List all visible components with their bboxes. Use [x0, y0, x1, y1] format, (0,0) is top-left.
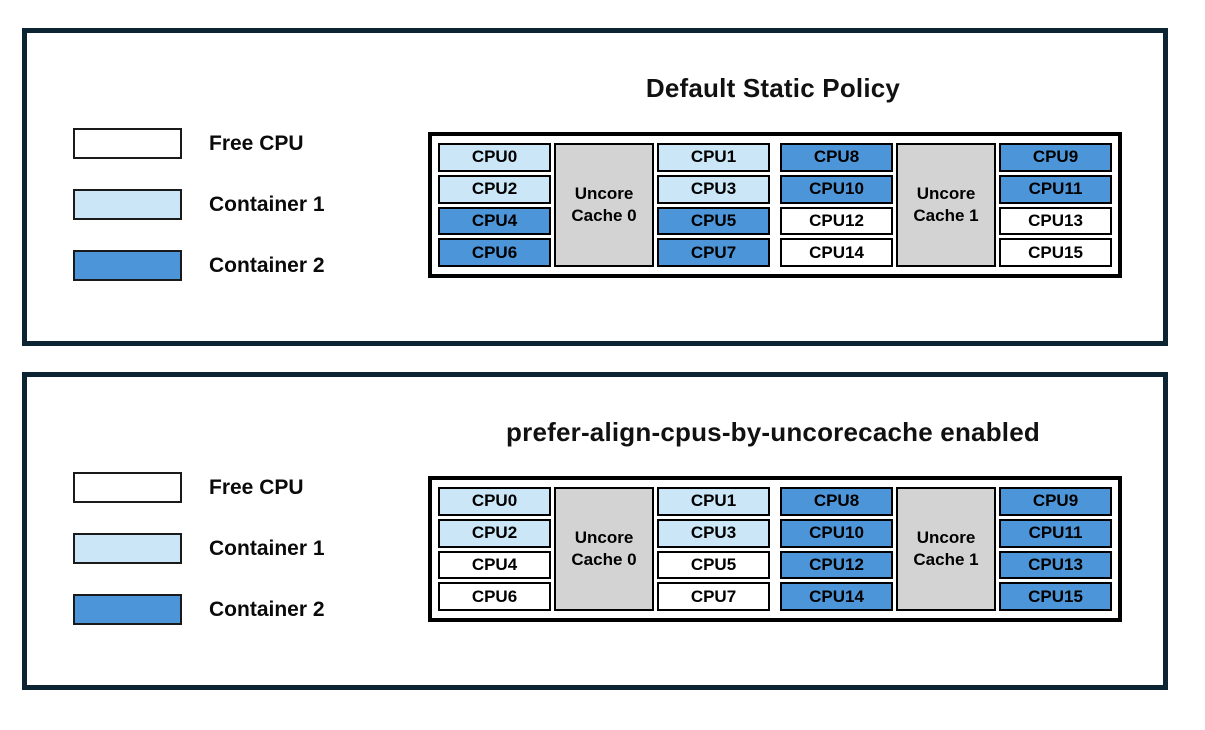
legend-row-container-1: Container 1 [73, 533, 325, 564]
uncore-cache-cell: Uncore Cache 0 [554, 487, 654, 611]
cpu-cell: CPU7 [657, 582, 770, 611]
cpu-cell: CPU3 [657, 518, 770, 548]
cpu-cell: CPU9 [999, 143, 1112, 172]
cpu-cell: CPU13 [999, 206, 1112, 236]
legend-row-free-cpu: Free CPU [73, 128, 304, 159]
cpu-column-right: CPU1 CPU3 CPU5 CPU7 [657, 487, 770, 611]
cpu-cell: CPU15 [999, 582, 1112, 611]
cpu-cell: CPU2 [438, 174, 551, 204]
cpu-cell: CPU1 [657, 143, 770, 172]
cpu-cell: CPU12 [780, 206, 893, 236]
legend-label: Container 2 [209, 253, 325, 277]
cpu-cell: CPU5 [657, 550, 770, 580]
legend-label: Container 1 [209, 536, 325, 560]
cpu-cell: CPU11 [999, 174, 1112, 204]
cpu-cell: CPU6 [438, 582, 551, 611]
uncore-cache-cell: Uncore Cache 0 [554, 143, 654, 267]
uncore-block-1: CPU8 CPU10 CPU12 CPU14 Uncore Cache 1 CP… [780, 143, 1112, 267]
panel-prefer-align-cpus-by-uncorecache: prefer-align-cpus-by-uncorecache enabled… [22, 372, 1168, 690]
uncore-block-0: CPU0 CPU2 CPU4 CPU6 Uncore Cache 0 CPU1 … [438, 143, 770, 267]
legend-swatch-container-1 [73, 533, 182, 564]
cpu-column-right: CPU1 CPU3 CPU5 CPU7 [657, 143, 770, 267]
cpu-cell: CPU8 [780, 487, 893, 516]
cpu-cell: CPU11 [999, 518, 1112, 548]
cpu-cell: CPU1 [657, 487, 770, 516]
cpu-cell: CPU8 [780, 143, 893, 172]
legend-swatch-container-2 [73, 250, 182, 281]
cpu-cell: CPU0 [438, 487, 551, 516]
legend-label: Container 2 [209, 597, 325, 621]
panel-title: prefer-align-cpus-by-uncorecache enabled [506, 417, 1040, 447]
cpu-cell: CPU4 [438, 206, 551, 236]
cpu-column-left: CPU0 CPU2 CPU4 CPU6 [438, 143, 551, 267]
legend-row-container-2: Container 2 [73, 594, 325, 625]
legend-label: Free CPU [209, 131, 304, 155]
cpu-grid: CPU0 CPU2 CPU4 CPU6 Uncore Cache 0 CPU1 … [428, 132, 1122, 278]
legend-label: Free CPU [209, 475, 304, 499]
cpu-cell: CPU14 [780, 582, 893, 611]
cpu-cell: CPU5 [657, 206, 770, 236]
legend-swatch-free-cpu [73, 128, 182, 159]
cpu-cell: CPU10 [780, 518, 893, 548]
cpu-cell: CPU13 [999, 550, 1112, 580]
cpu-cell: CPU7 [657, 238, 770, 267]
cpu-cell: CPU2 [438, 518, 551, 548]
cpu-cell: CPU10 [780, 174, 893, 204]
panel-default-static-policy: Default Static Policy Free CPU Container… [22, 28, 1168, 346]
legend-swatch-free-cpu [73, 472, 182, 503]
cpu-column-right: CPU9 CPU11 CPU13 CPU15 [999, 143, 1112, 267]
cpu-cell: CPU4 [438, 550, 551, 580]
panel-title: Default Static Policy [645, 73, 901, 103]
legend-label: Container 1 [209, 192, 325, 216]
cpu-cell: CPU12 [780, 550, 893, 580]
cpu-column-left: CPU0 CPU2 CPU4 CPU6 [438, 487, 551, 611]
legend-row-free-cpu: Free CPU [73, 472, 304, 503]
cpu-cell: CPU9 [999, 487, 1112, 516]
uncore-cache-cell: Uncore Cache 1 [896, 487, 996, 611]
cpu-cell: CPU3 [657, 174, 770, 204]
cpu-cell: CPU14 [780, 238, 893, 267]
cpu-column-left: CPU8 CPU10 CPU12 CPU14 [780, 143, 893, 267]
cpu-cell: CPU15 [999, 238, 1112, 267]
cpu-cell: CPU0 [438, 143, 551, 172]
legend-row-container-2: Container 2 [73, 250, 325, 281]
uncore-cache-cell: Uncore Cache 1 [896, 143, 996, 267]
cpu-column-left: CPU8 CPU10 CPU12 CPU14 [780, 487, 893, 611]
uncore-block-1: CPU8 CPU10 CPU12 CPU14 Uncore Cache 1 CP… [780, 487, 1112, 611]
legend-swatch-container-1 [73, 189, 182, 220]
cpu-cell: CPU6 [438, 238, 551, 267]
uncore-block-0: CPU0 CPU2 CPU4 CPU6 Uncore Cache 0 CPU1 … [438, 487, 770, 611]
cpu-column-right: CPU9 CPU11 CPU13 CPU15 [999, 487, 1112, 611]
cpu-grid: CPU0 CPU2 CPU4 CPU6 Uncore Cache 0 CPU1 … [428, 476, 1122, 622]
legend-row-container-1: Container 1 [73, 189, 325, 220]
legend-swatch-container-2 [73, 594, 182, 625]
